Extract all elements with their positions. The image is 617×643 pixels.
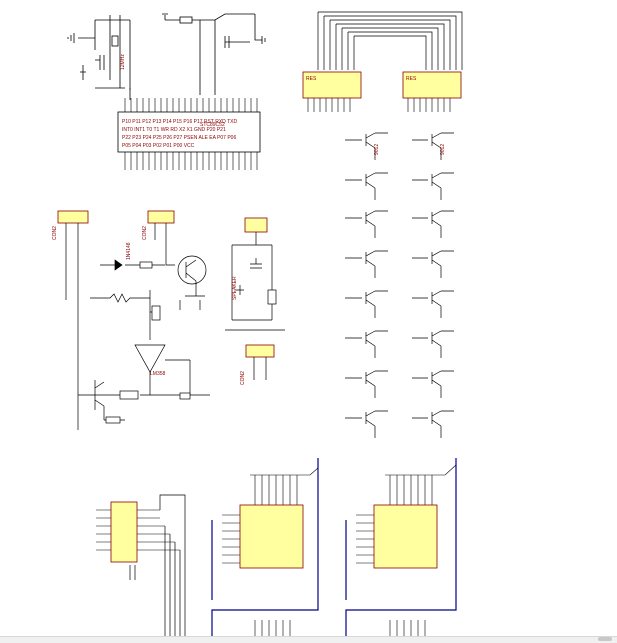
sensor-circuit	[65, 240, 210, 430]
resistor-pack-a-label: RES	[306, 76, 317, 82]
bus-lines-bottom	[129, 494, 186, 642]
resistor-icon	[139, 261, 153, 269]
comparator-label: LM358	[150, 371, 166, 377]
resistor-icon	[151, 305, 161, 321]
scrollbar-thumb[interactable]	[598, 637, 612, 641]
ground-icon	[67, 33, 75, 43]
pnp-transistor-icon	[345, 410, 388, 438]
pnp-transistor-icon	[345, 250, 388, 278]
crystal-section	[67, 15, 131, 100]
display-module-a	[211, 458, 319, 642]
pnp-transistor-icon	[412, 330, 454, 358]
pnp-transistor-icon	[412, 410, 454, 438]
transistor-label: 9012	[440, 144, 446, 155]
speaker-label: SPEAKER	[232, 276, 238, 300]
comparator-icon	[134, 344, 166, 373]
svg-text:P05 P04 P03 P02 P01 P00 VCC: P05 P04 P03 P02 P01 P00 VCC	[122, 143, 195, 149]
pnp-transistor-icon	[412, 210, 454, 238]
resistor-pack-a	[302, 71, 362, 112]
pnp-transistor-icon	[345, 370, 388, 398]
quartz-label: 12MHz	[120, 54, 126, 70]
phototransistor-icon	[177, 255, 207, 285]
diode-label: 1N4148	[126, 242, 132, 260]
capacitor-icon	[214, 20, 250, 48]
resistor-icon	[105, 416, 121, 424]
connector-a	[57, 210, 89, 240]
transistor-label: 9012	[374, 144, 380, 155]
resistor-icon	[179, 392, 191, 400]
pnp-transistor-icon	[412, 370, 454, 398]
pnp-transistor-icon	[412, 250, 454, 278]
crystal-icon	[111, 35, 119, 47]
pnp-transistor-icon	[345, 290, 388, 318]
svg-text:P22 P23 P24 P25 P26 P27 PSEN A: P22 P23 P24 P25 P26 P27 PSEN ALE EA P07 …	[122, 135, 236, 141]
pnp-transistor-icon	[345, 132, 388, 160]
pnp-transistor-icon	[412, 132, 454, 160]
mcu-chip: P10 P11 P12 P13 P14 P15 P16 P17 RST RXD …	[117, 98, 261, 170]
resistor-pack-b	[402, 71, 462, 112]
connector-b	[147, 210, 175, 240]
reset-section	[162, 13, 266, 95]
mcu-chip-label: STC89C52	[200, 122, 225, 128]
resistor-icon	[119, 390, 139, 400]
connector-c-label: CON2	[240, 371, 246, 385]
horizontal-scrollbar[interactable]	[0, 636, 617, 643]
display-module-b	[345, 458, 457, 642]
capacitor-icon	[95, 55, 105, 70]
capacitor-icon	[250, 258, 262, 269]
diode-icon	[114, 259, 123, 271]
svg-text:P10 P11 P12 P13 P14 P15 P16 P1: P10 P11 P12 P13 P14 P15 P16 P17 RST RXD …	[122, 119, 237, 125]
pnp-transistor-icon	[345, 210, 388, 238]
latch-chip	[96, 501, 180, 563]
pnp-transistor-icon	[345, 330, 388, 358]
resistor-icon	[179, 16, 193, 24]
speaker-circuit	[225, 217, 285, 331]
transistor-array	[345, 132, 454, 438]
pnp-transistor-icon	[412, 172, 454, 200]
pnp-transistor-icon	[345, 172, 388, 200]
connector-b-label: CON2	[142, 226, 148, 240]
pnp-transistor-icon	[412, 290, 454, 318]
resistor-pack-b-label: RES	[406, 76, 417, 82]
svg-text:INT0 INT1 T0 T1 WR RD X2 X1 GN: INT0 INT1 T0 T1 WR RD X2 X1 GND P20 P21	[122, 127, 226, 133]
connector-c	[245, 344, 275, 380]
resistor-icon	[267, 289, 277, 305]
connector-a-label: CON2	[52, 226, 58, 240]
bus-lines	[317, 11, 463, 70]
